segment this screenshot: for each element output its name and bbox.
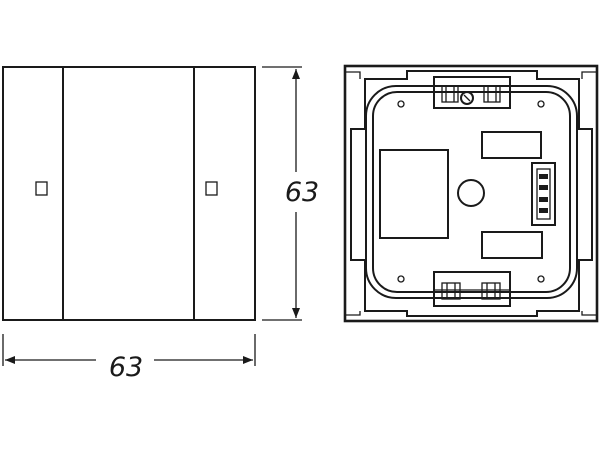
rear-screw-hole-tl xyxy=(397,100,405,108)
rear-screw-hole-br xyxy=(537,275,545,283)
rear-terminal-bottom xyxy=(433,271,511,307)
rear-screw-hole-tr xyxy=(537,100,545,108)
top-terminal-screw xyxy=(460,91,474,105)
rear-module-top-right xyxy=(481,131,542,159)
height-dimension: 63 xyxy=(262,66,319,321)
rear-terminal-top xyxy=(433,76,511,109)
rear-corner-tab-tl xyxy=(345,71,361,79)
front-right-led-window xyxy=(205,181,218,196)
rear-center-hole xyxy=(457,179,485,207)
width-dimension: 63 xyxy=(2,334,256,383)
rear-carrier-inner xyxy=(372,91,571,293)
front-frame-outline xyxy=(2,66,256,321)
front-view xyxy=(2,66,256,321)
rear-connector xyxy=(531,162,556,226)
rear-module-left xyxy=(379,149,449,239)
rear-corner-tab-bl xyxy=(345,311,361,316)
bottom-terminal-housing xyxy=(433,271,511,307)
rear-screw-hole-bl xyxy=(397,275,405,283)
rear-inner-plate xyxy=(350,70,593,317)
rear-carrier-outer xyxy=(365,85,578,299)
rear-corner-tab-br xyxy=(581,311,597,316)
rear-module-bottom-right xyxy=(481,231,543,259)
connector-housing xyxy=(531,162,556,226)
width-dimension-label: 63 xyxy=(109,352,143,383)
rear-view xyxy=(343,64,599,323)
front-left-led-window xyxy=(35,181,48,196)
rear-corner-tab-tr xyxy=(581,71,597,79)
height-dimension-label: 63 xyxy=(285,177,319,208)
rear-frame-outline xyxy=(343,64,599,323)
